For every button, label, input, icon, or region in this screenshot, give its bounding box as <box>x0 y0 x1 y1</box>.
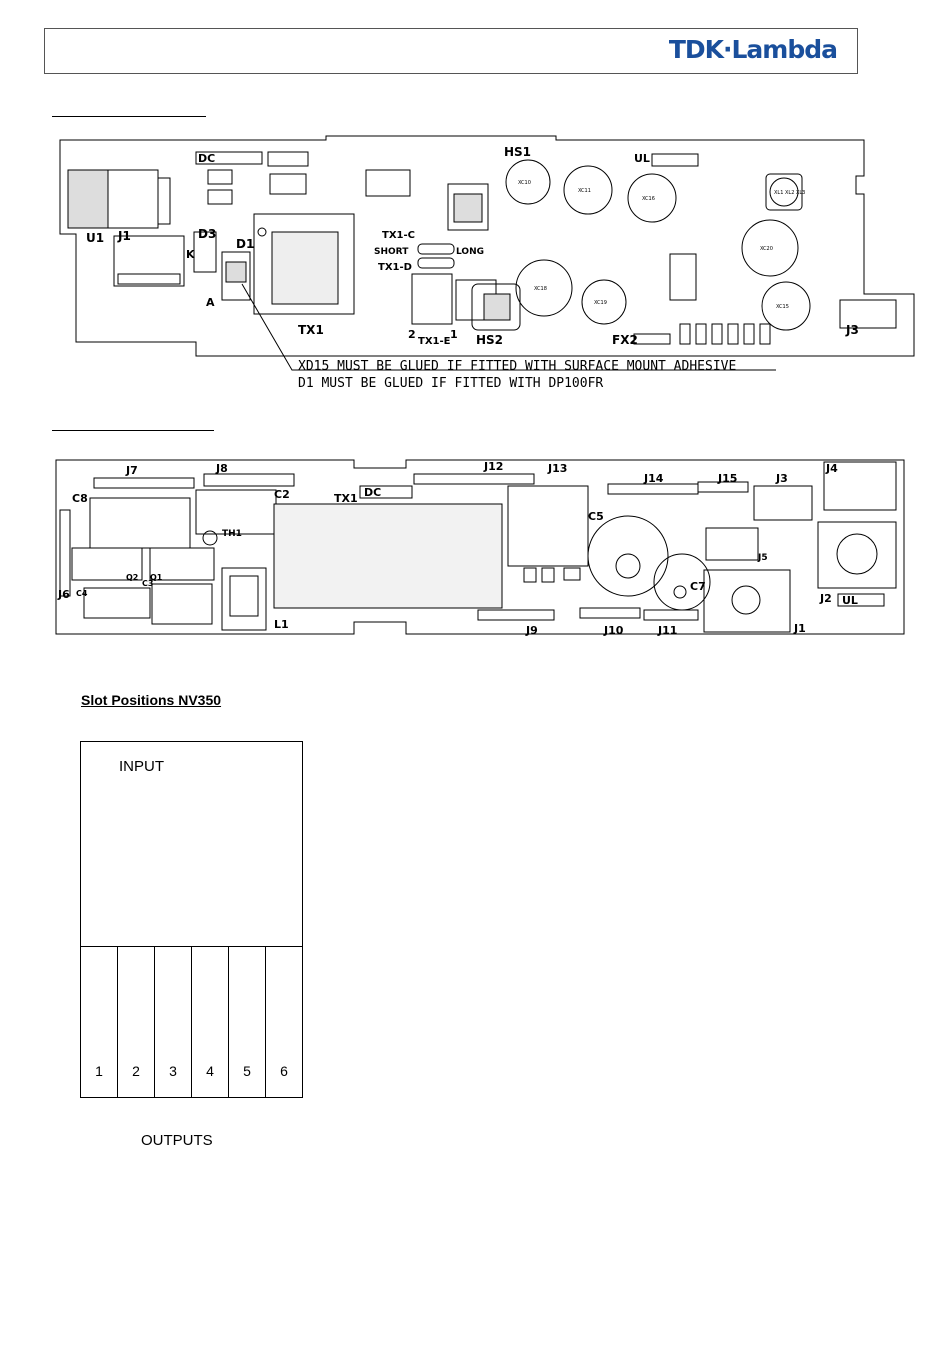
slot-positions-title: Slot Positions NV350 <box>81 692 222 708</box>
label-j9: J9 <box>525 624 538 637</box>
label-c8: C8 <box>72 492 88 505</box>
label-tx1: TX1 <box>334 492 358 505</box>
label-dc: DC <box>364 486 381 499</box>
label-j8: J8 <box>215 462 228 475</box>
slot-6: 6 <box>266 946 302 1097</box>
label-hs2: HS2 <box>476 333 503 347</box>
label-j10: J10 <box>603 624 624 637</box>
label-xc16: XC16 <box>642 196 655 202</box>
section-rule-bottom <box>52 430 214 431</box>
slot-number: 4 <box>206 1063 214 1079</box>
label-c7: C7 <box>690 580 706 593</box>
label-d3: D3 <box>198 227 216 241</box>
label-tx1: TX1 <box>298 323 324 337</box>
label-j15: J15 <box>717 472 737 485</box>
label-j3: J3 <box>775 472 788 485</box>
section-rule-top <box>52 116 206 117</box>
outputs-label: OUTPUTS <box>141 1132 213 1149</box>
label-fx2: FX2 <box>612 333 638 347</box>
label-u1: U1 <box>86 231 104 245</box>
label-j3: J3 <box>845 323 859 337</box>
label-c2: C2 <box>274 488 290 501</box>
pcb-bottom-diagram: J7 J8 C8 C2 TX1 DC J12 J13 J14 J15 J3 J4… <box>55 459 905 637</box>
slot-positions-diagram: INPUT 1 2 3 4 5 6 <box>80 741 303 1098</box>
label-xc19: XC19 <box>594 300 607 306</box>
label-tx1e: TX1-E <box>418 336 451 347</box>
slot-3: 3 <box>155 946 192 1097</box>
label-j2: J2 <box>819 592 832 605</box>
slot-4: 4 <box>192 946 229 1097</box>
label-ul: UL <box>842 594 858 607</box>
label-c4: C4 <box>76 589 88 598</box>
label-xc20: XC20 <box>760 246 773 252</box>
label-j1: J1 <box>117 229 131 243</box>
label-j11: J11 <box>657 624 677 637</box>
slot-number: 5 <box>243 1063 251 1079</box>
label-long: LONG <box>456 247 484 257</box>
label-th1: TH1 <box>222 529 242 539</box>
input-label: INPUT <box>119 758 164 775</box>
glue-note: XD15 MUST BE GLUED IF FITTED WITH SURFAC… <box>298 358 736 392</box>
label-k: K <box>186 248 195 261</box>
label-xc11: XC11 <box>578 188 591 194</box>
pcb-top-diagram: DC UL U1 J1 D3 D1 K A TX1 HS1 HS2 FX2 J3… <box>59 135 915 371</box>
label-q2: Q2 <box>126 573 138 582</box>
slot-number: 3 <box>169 1063 177 1079</box>
label-pin2: 2 <box>408 328 416 341</box>
label-xc15: XC15 <box>776 304 789 310</box>
label-ul: UL <box>634 152 650 165</box>
glue-note-line-1: XD15 MUST BE GLUED IF FITTED WITH SURFAC… <box>298 359 737 374</box>
label-d1: D1 <box>236 237 254 251</box>
label-xl: XL1 XL2 XL3 <box>774 190 805 196</box>
label-j1: J1 <box>793 622 806 635</box>
slot-2: 2 <box>118 946 155 1097</box>
label-c5: C5 <box>588 510 604 523</box>
page-header: TDK·Lambda <box>44 28 858 74</box>
label-l1: L1 <box>274 618 289 631</box>
label-q1: Q1 <box>150 573 163 582</box>
label-j6: J6 <box>57 588 70 601</box>
label-dc: DC <box>198 152 215 165</box>
label-xc10: XC10 <box>518 180 531 186</box>
label-j7: J7 <box>125 464 138 477</box>
tdk-lambda-logo: TDK·Lambda <box>668 35 838 64</box>
label-hs1: HS1 <box>504 145 531 159</box>
label-j5: J5 <box>757 553 768 563</box>
label-j12: J12 <box>483 460 503 473</box>
slot-1: 1 <box>81 946 118 1097</box>
label-c3: C3 <box>142 579 153 588</box>
label-pin1: 1 <box>450 328 458 341</box>
label-j4: J4 <box>825 462 838 475</box>
glue-note-line-2: D1 MUST BE GLUED IF FITTED WITH DP100FR <box>298 376 604 391</box>
label-j14: J14 <box>643 472 664 485</box>
label-short: SHORT <box>374 247 409 257</box>
label-xc18: XC18 <box>534 286 547 292</box>
slot-number: 1 <box>95 1063 103 1079</box>
label-tx1c: TX1-C <box>382 230 415 241</box>
output-slots: 1 2 3 4 5 6 <box>81 946 302 1097</box>
slot-number: 2 <box>132 1063 140 1079</box>
label-j13: J13 <box>547 462 567 475</box>
slot-number: 6 <box>280 1063 288 1079</box>
label-a: A <box>206 296 215 309</box>
label-tx1d: TX1-D <box>378 262 412 273</box>
slot-5: 5 <box>229 946 266 1097</box>
